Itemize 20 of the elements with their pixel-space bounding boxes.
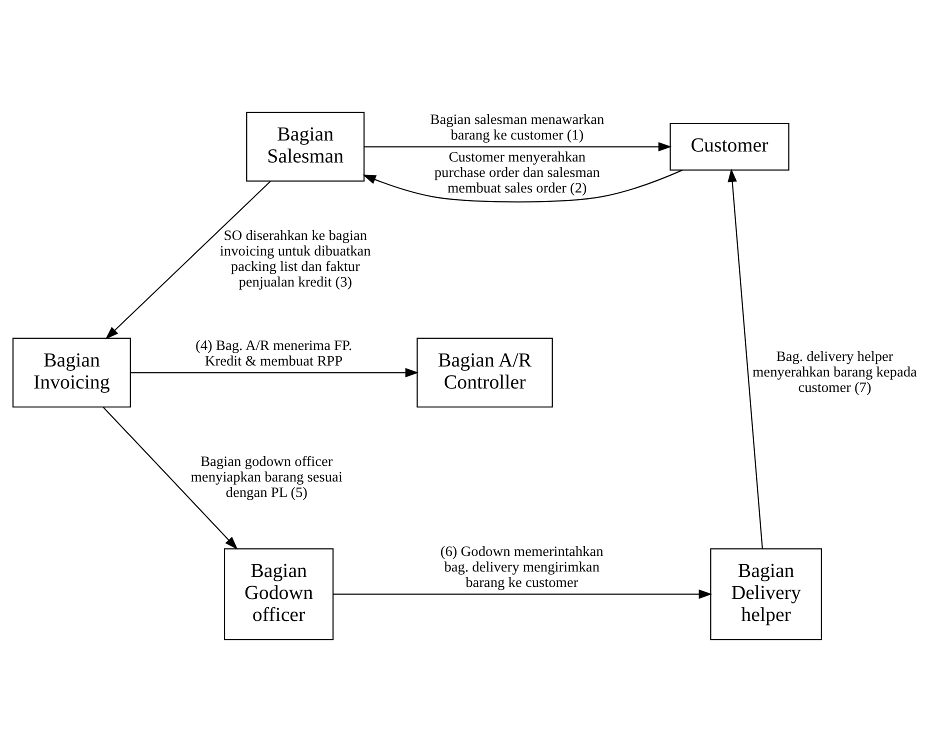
node-box: Bagian Delivery helper [710, 548, 822, 640]
arrow [728, 168, 763, 548]
edge-label: Bagian godown officer menyiapkan barang sesuai dengan PL (5) [190, 454, 342, 501]
node-box: Bagian Salesman [246, 111, 365, 182]
edge-label: Customer menyerahkan purchase order dan salesman membuat sales order (2) [434, 149, 600, 196]
edge-label: (6) Godown memerintahkan bag. delivery mengirimkan barang ke customer [440, 543, 604, 590]
arrow [130, 368, 419, 377]
edge-label: Bag. delivery helper menyerahkan barang kepada customer (7) [752, 348, 917, 396]
node-box: Bagian Invoicing [12, 337, 131, 408]
arrow [333, 589, 712, 598]
arrow [102, 406, 238, 550]
edge-label: (4) Bag. A/R menerima FP. Kredit & membuat RPP [196, 337, 352, 369]
arrow [364, 142, 672, 151]
node-box: Bagian Godown officer [224, 548, 334, 640]
node-box: Customer [670, 122, 790, 170]
edge-label: SO diserahkan ke bagian invoicing untuk dibuatkan packing list dan faktur penjualan kredit (3) [220, 228, 371, 290]
arrow [362, 169, 683, 202]
edge-label: Bagian salesman menawarkan barang ke customer (1) [430, 111, 604, 143]
node-box: Bagian A/R Controller [416, 337, 553, 408]
arrow [105, 180, 271, 339]
